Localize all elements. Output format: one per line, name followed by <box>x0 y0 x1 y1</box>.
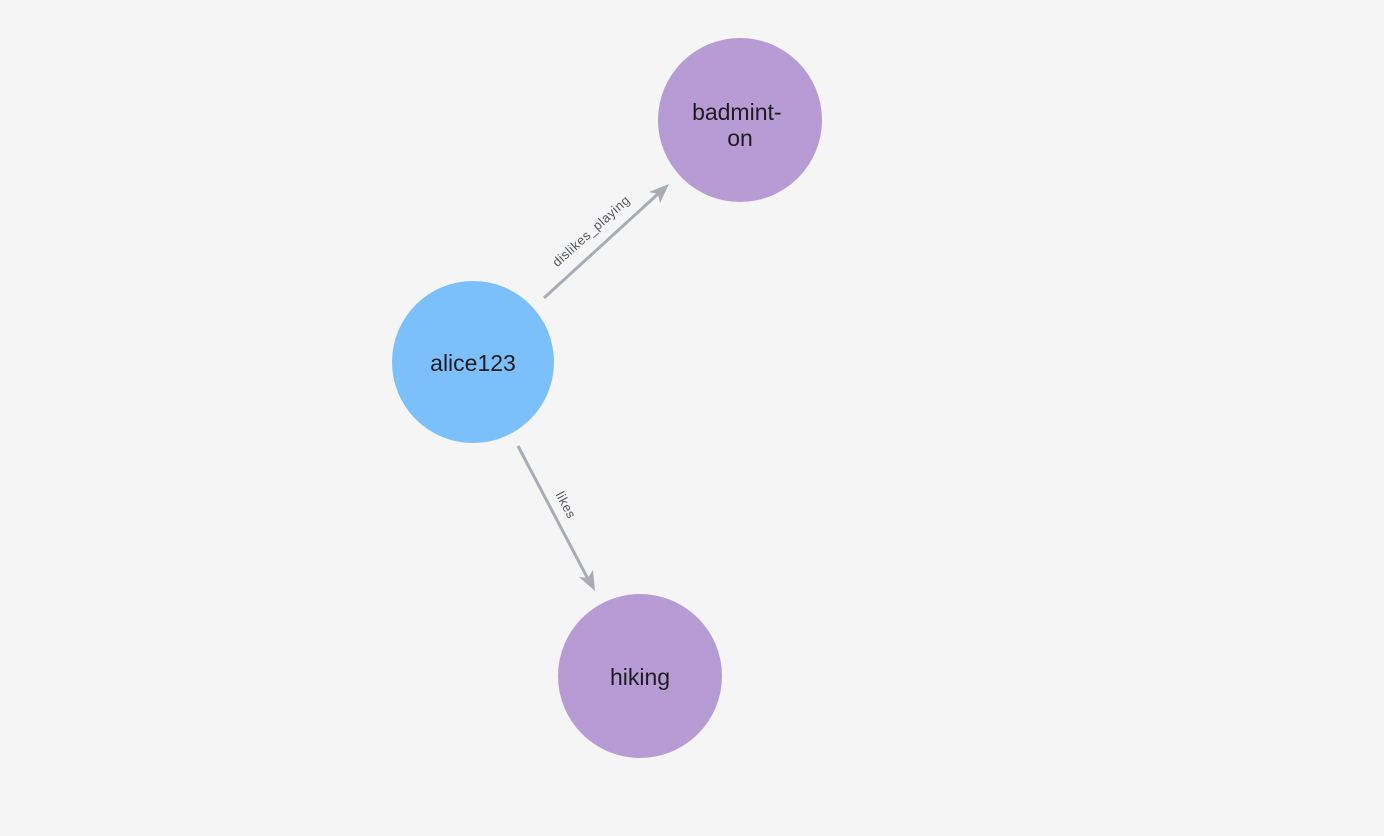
node-badminton[interactable]: badmint- on <box>658 38 822 202</box>
node-label-line-1: badmint- <box>692 99 781 125</box>
node-label: hiking <box>610 664 670 690</box>
node-label: alice123 <box>430 350 516 376</box>
edge-line <box>516 445 590 580</box>
node-label: badmint- on <box>692 99 788 151</box>
edge-line <box>542 191 661 300</box>
node-hiking[interactable]: hiking <box>558 594 722 758</box>
node-label-line-2: on <box>727 125 753 151</box>
node-circle[interactable] <box>392 281 554 443</box>
node-circle[interactable] <box>558 594 722 758</box>
arrowhead-icon <box>579 570 595 591</box>
node-alice123[interactable]: alice123 <box>392 281 554 443</box>
node-circle[interactable] <box>658 38 822 202</box>
arrowhead-icon <box>649 184 669 203</box>
